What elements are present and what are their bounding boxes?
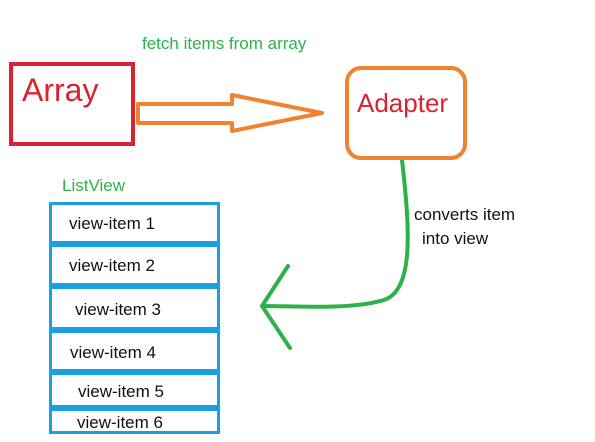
- adapter-box: [345, 66, 467, 160]
- convert-label-line-1: converts item: [414, 205, 516, 224]
- list-item-label: view-item 2: [69, 256, 155, 275]
- list-item: view-item 5: [49, 372, 220, 408]
- array-label: Array: [22, 72, 99, 108]
- adapter-label: Adapter: [357, 88, 449, 118]
- list-item-label: view-item 5: [78, 382, 164, 401]
- list-item-label: view-item 1: [69, 214, 155, 233]
- convert-arrow: [260, 158, 410, 309]
- list-item: view-item 3: [49, 286, 220, 330]
- list-item: view-item 2: [49, 244, 220, 286]
- list-item-label: view-item 6: [77, 413, 163, 432]
- convert-label-line-2: into view: [422, 229, 489, 248]
- list-item-label: view-item 3: [75, 300, 161, 319]
- array-box: [9, 62, 135, 146]
- list-item-label: view-item 4: [70, 343, 156, 362]
- fetch-arrow: [136, 93, 324, 133]
- fetch-label: fetch items from array: [142, 34, 307, 53]
- convert-label: converts item into view: [414, 203, 515, 251]
- list-item: view-item 6: [49, 408, 220, 434]
- convert-arrowhead: [260, 264, 292, 350]
- listview-label: ListView: [62, 176, 125, 195]
- list-item: view-item 1: [49, 202, 220, 244]
- list-item: view-item 4: [49, 330, 220, 372]
